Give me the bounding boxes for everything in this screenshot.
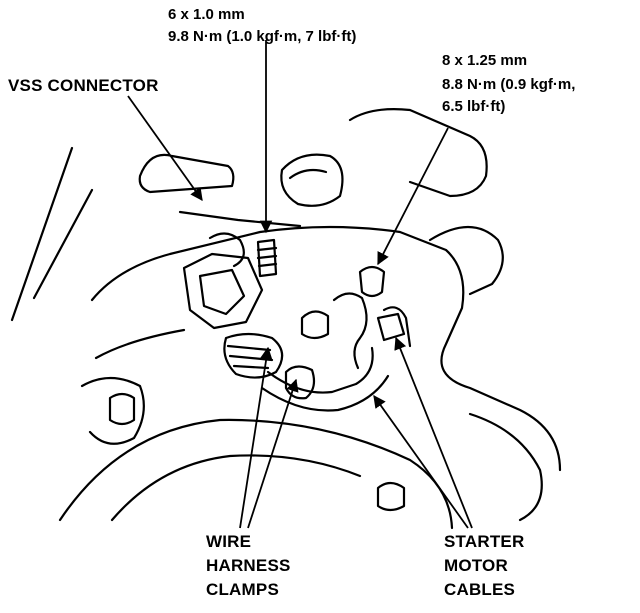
engine-cover-lower-line bbox=[94, 328, 186, 360]
bolt-8mm-shape bbox=[358, 265, 386, 298]
starter-motor-cables-line2: MOTOR bbox=[444, 556, 508, 575]
frame-line-left-1 bbox=[10, 146, 74, 322]
leader-harness-clamp-1 bbox=[239, 346, 273, 529]
harness-run bbox=[266, 346, 374, 394]
bolt-8mm-torque-line1: 8.8 N·m (0.9 kgf·m, bbox=[442, 76, 576, 93]
connector-bracket-inner bbox=[198, 268, 246, 316]
engine-cover-ridge bbox=[178, 210, 302, 228]
upper-hose-right bbox=[348, 108, 488, 198]
upper-hose-center-inner bbox=[288, 168, 328, 180]
wire-harness-clamps-line1: WIRE bbox=[206, 532, 252, 551]
bolt-lower-right bbox=[376, 481, 406, 512]
starter-cable-1 bbox=[332, 292, 368, 370]
starter-cable-2 bbox=[382, 306, 412, 348]
starter-cable-nut bbox=[376, 312, 406, 342]
leader-bolt-8mm bbox=[377, 127, 449, 266]
starter-motor-cables-line3: CABLES bbox=[444, 580, 516, 599]
lower-block-left bbox=[80, 376, 145, 445]
lower-right-housing bbox=[468, 412, 543, 522]
lower-housing-arc-inner bbox=[110, 454, 362, 522]
bolt-6mm-size-label: 6 x 1.0 mm bbox=[168, 6, 245, 23]
connector-clip bbox=[208, 232, 245, 268]
starter-motor-cables-line1: STARTER bbox=[444, 532, 525, 551]
bolt-6mm-shape bbox=[256, 238, 278, 278]
wire-harness-clamps-line3: CLAMPS bbox=[206, 580, 279, 599]
harness-run-outer bbox=[260, 374, 390, 412]
hose-bend-right bbox=[428, 226, 504, 296]
connector-bracket bbox=[182, 252, 264, 330]
upper-hose-left bbox=[138, 153, 235, 194]
harness-upper bbox=[223, 332, 284, 379]
bolt-6mm-torque-label: 9.8 N·m (1.0 kgf·m, 7 lbf·ft) bbox=[168, 28, 357, 45]
frame-line-left-2 bbox=[32, 188, 94, 300]
bolt-8mm-size-label: 8 x 1.25 mm bbox=[442, 52, 528, 69]
engine-cover-outline bbox=[90, 225, 562, 472]
leader-starter-cable-1 bbox=[373, 394, 469, 529]
bolt-6mm-threads bbox=[256, 246, 278, 268]
bolt-center-shape bbox=[300, 310, 330, 340]
leader-starter-cable-2 bbox=[394, 336, 473, 529]
upper-hose-center bbox=[280, 153, 344, 207]
bolt-8mm-torque-line2: 6.5 lbf·ft) bbox=[442, 98, 506, 115]
harness-clamp-left bbox=[284, 365, 316, 400]
leader-harness-clamp-2 bbox=[247, 378, 299, 529]
vss-connector-label: VSS CONNECTOR bbox=[8, 76, 159, 95]
wire-harness-clamps-line2: HARNESS bbox=[206, 556, 291, 575]
bolt-lower-left bbox=[108, 392, 136, 426]
leader-vss-connector bbox=[127, 95, 203, 202]
